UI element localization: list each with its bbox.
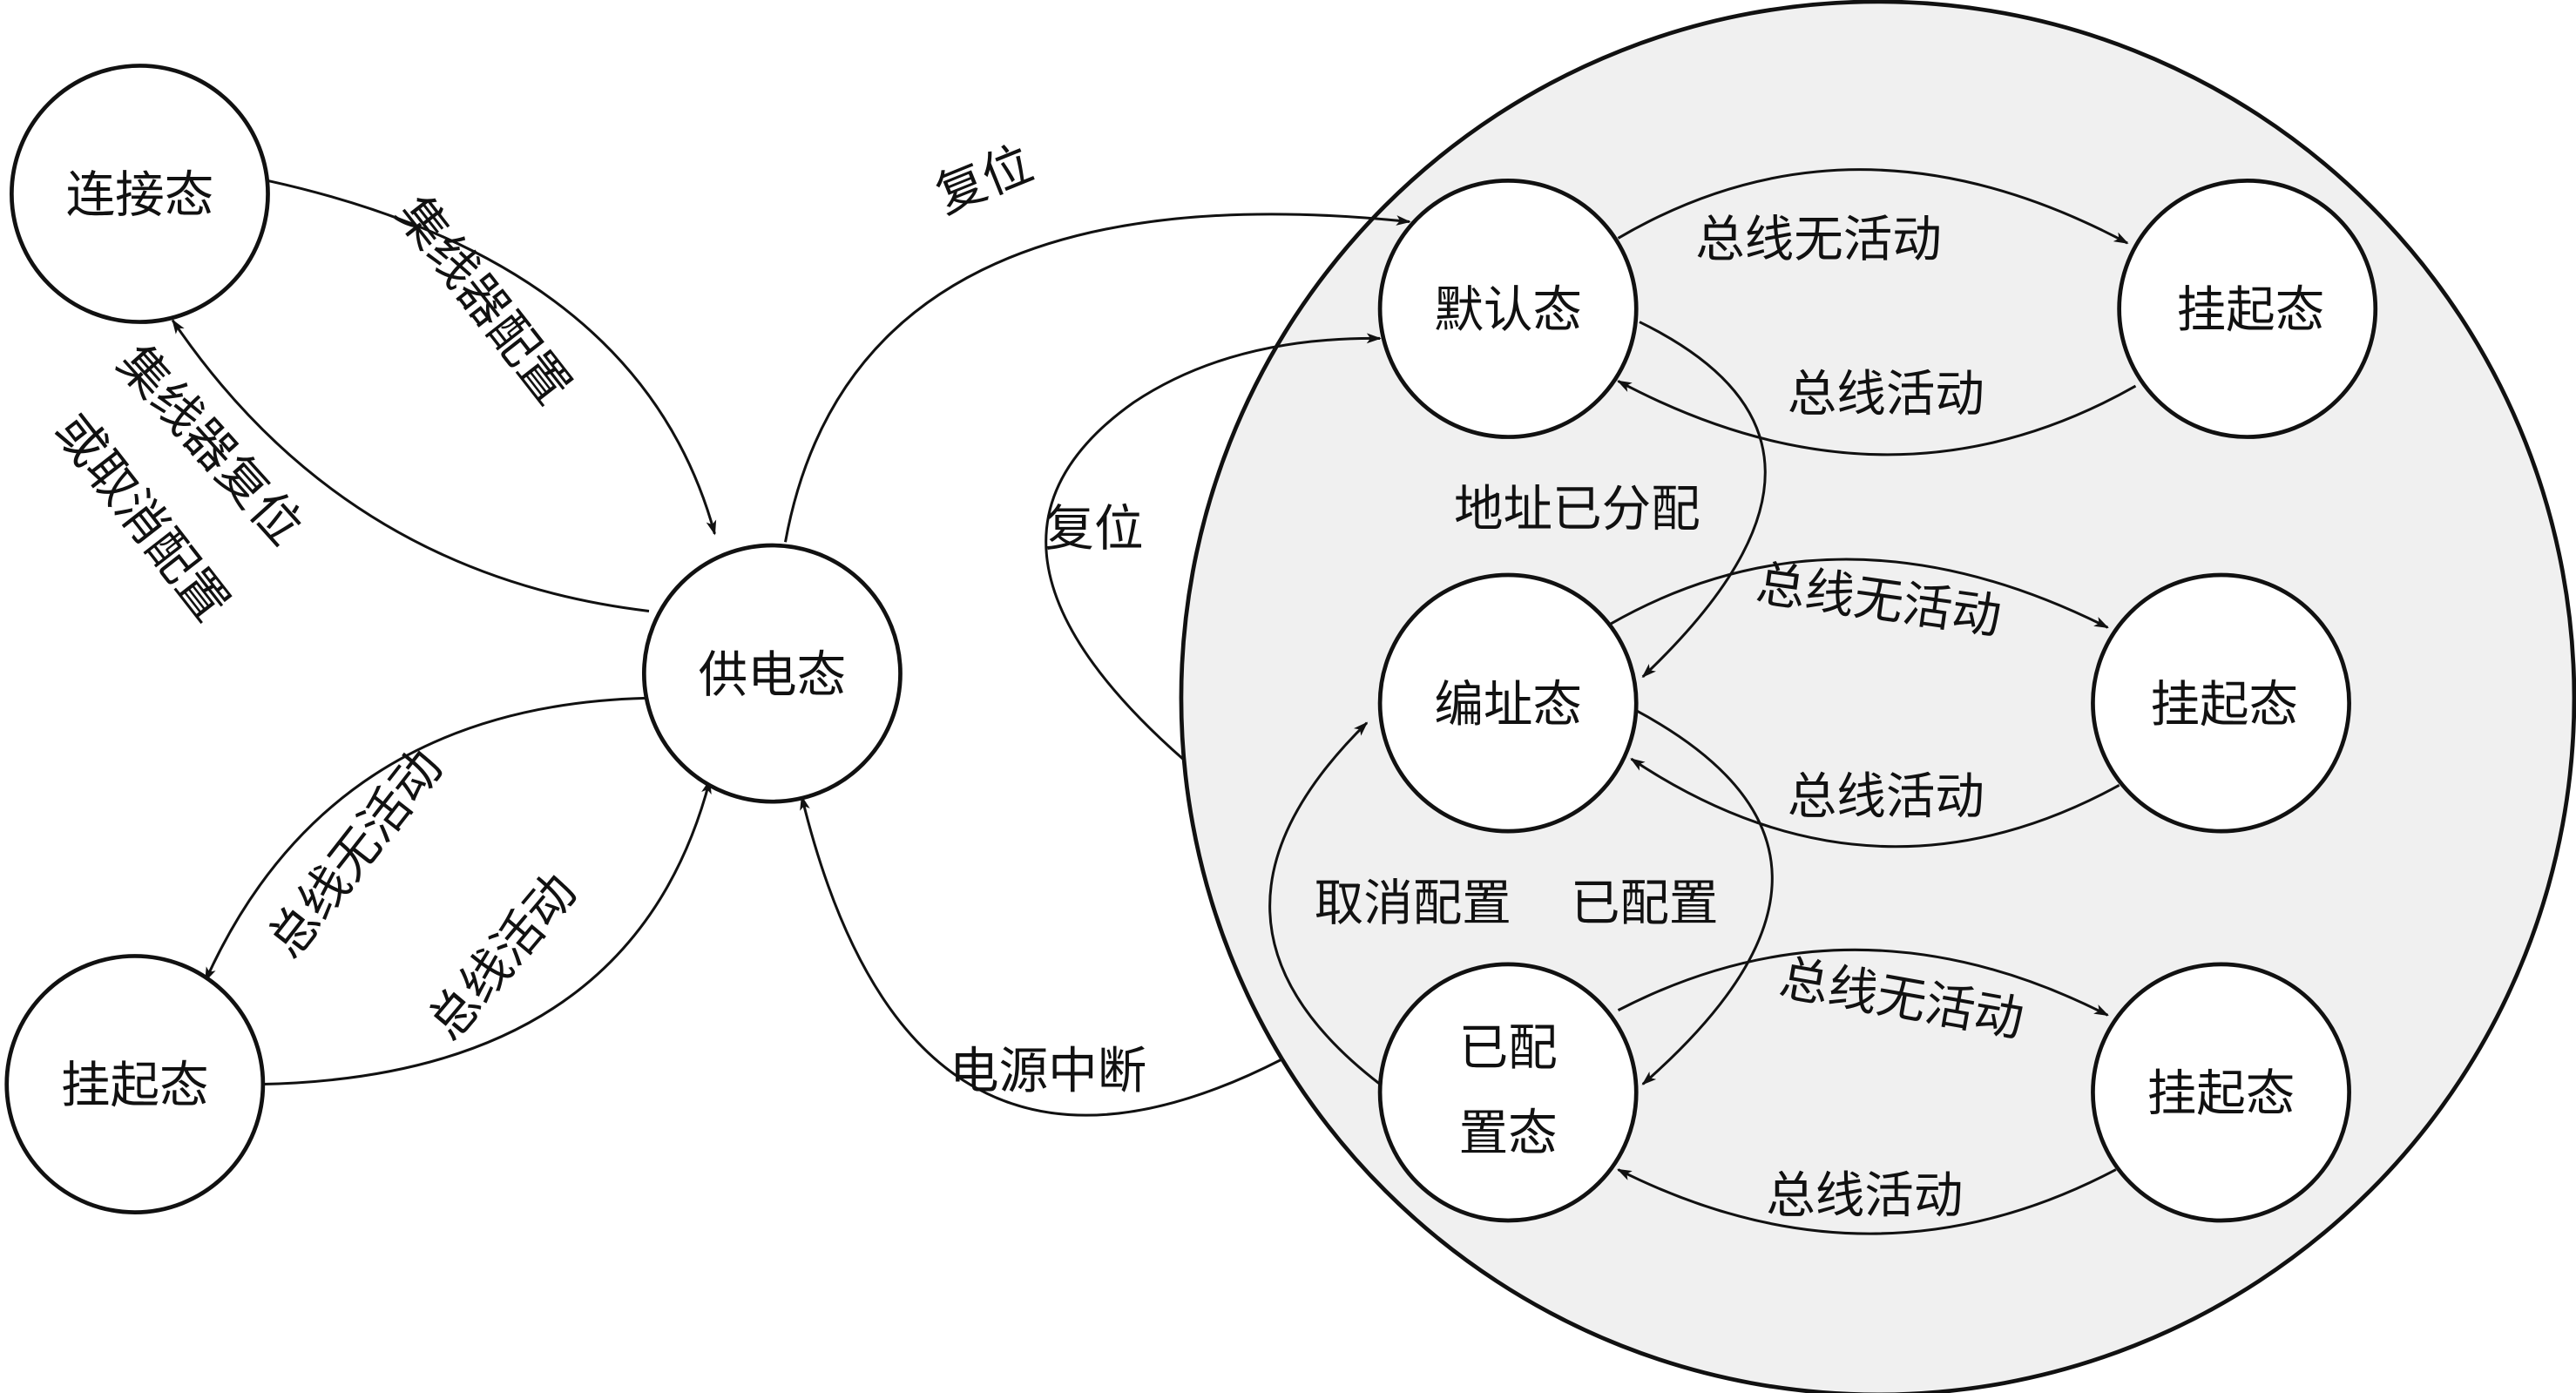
- state-connected: 连接态: [10, 64, 270, 324]
- state-label-line1: 已配: [1459, 1019, 1558, 1077]
- state-label-line2: 置态: [1459, 1105, 1558, 1162]
- state-label: 挂起态: [2177, 281, 2325, 339]
- label-bus-inactive-default: 总线无活动: [1695, 211, 1942, 268]
- state-label: 供电态: [699, 646, 847, 704]
- edge-reset-inner: [1045, 333, 1382, 761]
- label-bus-inactive-left: 总线无活动: [257, 739, 454, 968]
- state-suspended-left: 挂起态: [4, 954, 266, 1214]
- label-power-interruption: 电源中断: [950, 1042, 1146, 1099]
- state-suspended-address: 挂起态: [2091, 572, 2351, 834]
- edge-suspended-to-powered: [262, 779, 712, 1086]
- state-address: 编址态: [1377, 572, 1639, 834]
- edge-suspend-to-configured: [1616, 1168, 2117, 1235]
- state-label: 连接态: [66, 166, 214, 224]
- edge-powered-to-suspended: [204, 696, 646, 983]
- edge-default-to-suspend: [1617, 168, 2129, 245]
- state-label: 挂起态: [2147, 1065, 2295, 1123]
- label-reset-top: 复位: [928, 135, 1041, 226]
- label-address-assigned: 地址已分配: [1454, 480, 1700, 538]
- label-bus-active-configured: 总线活动: [1766, 1167, 1963, 1225]
- edge-address-to-suspend: [1609, 558, 2109, 629]
- state-label: 编址态: [1434, 676, 1582, 734]
- label-bus-active-default: 总线活动: [1788, 365, 1984, 423]
- edge-powered-to-connected: [171, 319, 650, 612]
- label-bus-active-address: 总线活动: [1788, 768, 1984, 825]
- edge-configured-to-suspend: [1617, 948, 2109, 1017]
- edge-suspend-to-address: [1630, 757, 2120, 849]
- transitions: [171, 168, 2137, 1235]
- state-suspended-configured: 挂起态: [2091, 962, 2351, 1223]
- edge-configured-to-address: [1268, 721, 1382, 1085]
- edge-connected-to-powered: [267, 179, 717, 536]
- edge-powered-to-default: [784, 213, 1411, 543]
- state-suspended-default: 挂起态: [2117, 179, 2378, 439]
- state-powered: 供电态: [641, 543, 903, 804]
- label-reset-inner: 复位: [1045, 500, 1143, 558]
- edge-power-interruption: [800, 795, 1282, 1117]
- label-bus-active-left: 总线活动: [417, 863, 588, 1052]
- edge-suspend-to-default: [1617, 380, 2137, 456]
- label-deconfigured: 取消配置: [1315, 875, 1511, 932]
- state-label: 挂起态: [61, 1057, 209, 1114]
- state-label: 默认态: [1434, 281, 1582, 339]
- state-default: 默认态: [1377, 179, 1639, 439]
- state-configured: 已配 置态: [1377, 962, 1639, 1223]
- label-configured: 已配置: [1571, 875, 1719, 932]
- state-label: 挂起态: [2150, 676, 2298, 734]
- edge-address-to-configured: [1633, 708, 1774, 1085]
- edge-default-to-address: [1639, 321, 1767, 679]
